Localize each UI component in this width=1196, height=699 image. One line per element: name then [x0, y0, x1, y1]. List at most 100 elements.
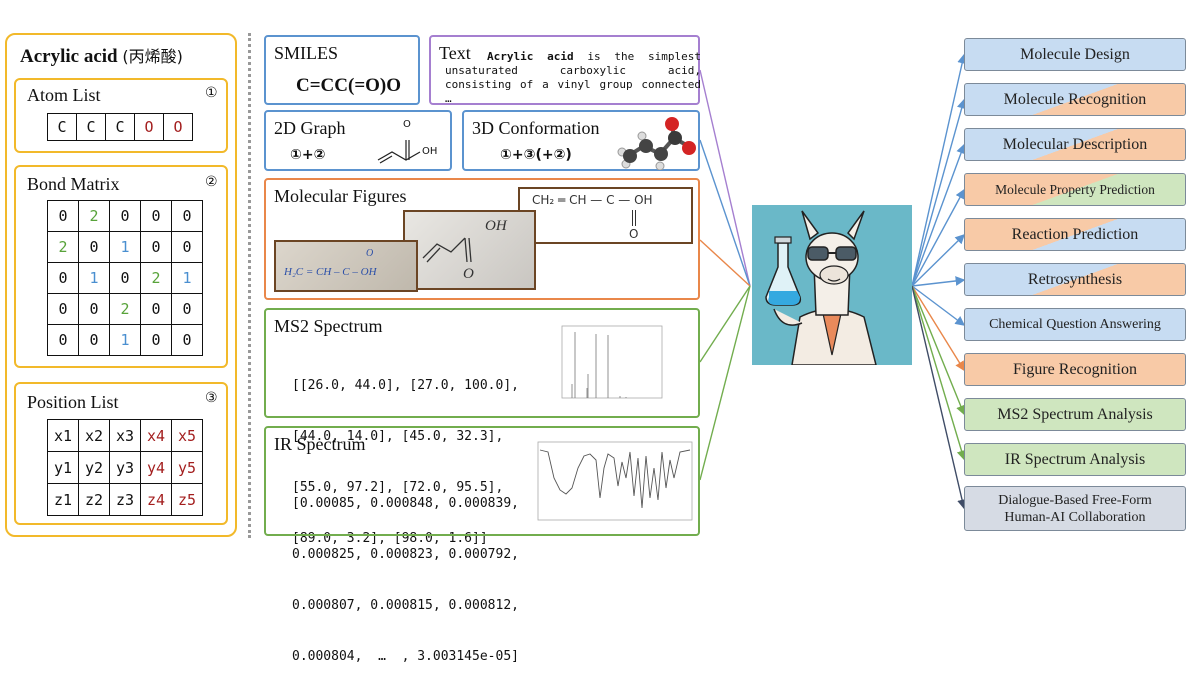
pos-cell: z2 [78, 483, 110, 516]
atom-list-marker: ① [205, 85, 218, 101]
ir-line: 0.000804, … , 3.003145e-05] [292, 649, 519, 664]
task-ms2-spectrum-analysis: MS2 Spectrum Analysis [964, 398, 1186, 431]
task-chemical-question-answering: Chemical Question Answering [964, 308, 1186, 341]
text-body-rest: is the simplest unsaturated carboxylic a… [445, 50, 701, 105]
task-retrosynthesis: Retrosynthesis [964, 263, 1186, 296]
bond-cell: 0 [109, 262, 141, 294]
handwritten-oh: OH [485, 218, 507, 234]
pos-cell: z1 [47, 483, 79, 516]
atom-cell: C [105, 113, 135, 141]
pos-cell: y3 [109, 451, 141, 484]
graph2d-box: 2D Graph ①+② O OH [264, 110, 452, 171]
bond-cell: 0 [140, 293, 172, 325]
acrylic-2d-structure [377, 140, 421, 164]
atom-cell: O [134, 113, 164, 141]
title-en: Acrylic acid [20, 46, 118, 67]
conf3d-box: 3D Conformation ①+③(+②) [462, 110, 700, 171]
pos-cell: x5 [171, 419, 203, 452]
bond-matrix-marker: ② [205, 174, 218, 190]
bond-matrix-label: Bond Matrix [27, 174, 120, 194]
bond-cell: 1 [109, 231, 141, 263]
task-molecule-design: Molecule Design [964, 38, 1186, 71]
handwritten-o: O [463, 266, 474, 282]
task-molecule-recognition: Molecule Recognition [964, 83, 1186, 116]
bond-cell: 0 [171, 324, 203, 356]
task-figure-recognition: Figure Recognition [964, 353, 1186, 386]
atom-cell: C [76, 113, 106, 141]
ms2-line: [[26.0, 44.0], [27.0, 100.0], [292, 378, 519, 393]
text-box: Text Acrylic acid is the simplest unsatu… [429, 35, 701, 106]
handwritten-blue-text: H₂C = CH – C – OH [284, 266, 377, 278]
panel-title: Acrylic acid (丙烯酸) [20, 43, 183, 68]
handwritten-structure-photo-1: OH O [403, 210, 536, 290]
printed-structure-o: O [629, 227, 639, 241]
conf3d-label: 3D Conformation [472, 118, 600, 138]
smiles-label: SMILES [274, 43, 339, 63]
position-list-label: Position List [27, 392, 119, 412]
ir-label: IR Spectrum [274, 434, 366, 454]
atom-cell: O [163, 113, 193, 141]
pos-cell: z3 [109, 483, 141, 516]
figures-label: Molecular Figures [274, 186, 407, 206]
position-list-box [14, 382, 228, 525]
bond-cell: 0 [171, 231, 203, 263]
conf3d-formula: ①+③(+②) [500, 147, 572, 163]
printed-structure-figure: CH₂ ═ CH — C — OH O [518, 187, 693, 244]
dotted-divider [248, 33, 251, 538]
ball-stick-model-icon [617, 117, 696, 170]
graph2d-o: O [403, 119, 411, 130]
handwritten-structure-photo-2: O H₂C = CH – C – OH [274, 240, 418, 292]
title-cn: (丙烯酸) [122, 47, 183, 66]
printed-carbonyl-bond [632, 210, 636, 226]
ir-line: [0.00085, 0.000848, 0.000839, [292, 496, 519, 511]
llama-scientist-illustration [752, 205, 912, 365]
task-dialogue-collaboration: Dialogue-Based Free-Form Human-AI Collab… [964, 486, 1186, 531]
ms2-line: [44.0, 14.0], [45.0, 32.3], [292, 429, 504, 444]
atom-list-label: Atom List [27, 85, 101, 105]
text-label: Text [439, 43, 471, 63]
bond-cell: 2 [78, 200, 110, 232]
pos-cell: x3 [109, 419, 141, 452]
position-list-marker: ③ [205, 390, 218, 406]
handwritten-skeleton [422, 237, 472, 263]
llama-chemist-icon [765, 210, 877, 365]
handwritten-blue-o: O [366, 248, 374, 259]
smiles-box: SMILES C=CC(=O)O [264, 35, 420, 105]
bond-cell: 1 [171, 262, 203, 294]
smiles-value: C=CC(=O)O [296, 75, 402, 96]
acrylic-acid-panel [5, 33, 237, 537]
ms2-spectrum-plot [561, 325, 663, 399]
atom-list-table: C C C O O [47, 113, 193, 141]
bond-cell: 0 [171, 200, 203, 232]
bond-cell: 0 [78, 324, 110, 356]
ir-line: 0.000825, 0.000823, 0.000792, [292, 547, 519, 562]
bond-matrix-table: 0 2 0 0 0 2 0 1 0 0 0 1 0 2 1 0 0 2 0 0 … [47, 200, 203, 356]
ms2-label: MS2 Spectrum [274, 316, 383, 336]
graph2d-oh: OH [422, 146, 438, 157]
bond-matrix-box [14, 165, 228, 368]
ms2-line: [55.0, 97.2], [72.0, 95.5], [292, 480, 504, 495]
graph2d-formula: ①+② [290, 147, 326, 163]
ir-spectrum-plot [537, 441, 693, 521]
task-molecular-description: Molecular Description [964, 128, 1186, 161]
bond-cell: 2 [140, 262, 172, 294]
connector-lines [699, 53, 967, 510]
bond-cell: 0 [47, 262, 79, 294]
pos-cell: z5 [171, 483, 203, 516]
pos-cell: x1 [47, 419, 79, 452]
graph2d-label: 2D Graph [274, 118, 346, 138]
figures-box: Molecular Figures [264, 178, 700, 300]
bond-cell: 0 [140, 231, 172, 263]
ir-line: 0.000807, 0.000815, 0.000812, [292, 598, 519, 613]
text-body: Acrylic acid is the simplest unsaturated… [445, 50, 701, 106]
text-body-bold: Acrylic acid [487, 50, 574, 63]
atom-list-box [14, 78, 228, 153]
task-molecule-property-prediction: Molecule Property Prediction [964, 173, 1186, 206]
bond-cell: 0 [47, 324, 79, 356]
printed-structure-text: CH₂ ═ CH — C — OH [532, 193, 653, 207]
task-reaction-prediction: Reaction Prediction [964, 218, 1186, 251]
position-list-table: x1 x2 x3 x4 x5 y1 y2 y3 y4 y5 z1 z2 z3 z… [47, 419, 203, 516]
pos-cell: y4 [140, 451, 172, 484]
bond-cell: 1 [78, 262, 110, 294]
bond-cell: 0 [140, 324, 172, 356]
